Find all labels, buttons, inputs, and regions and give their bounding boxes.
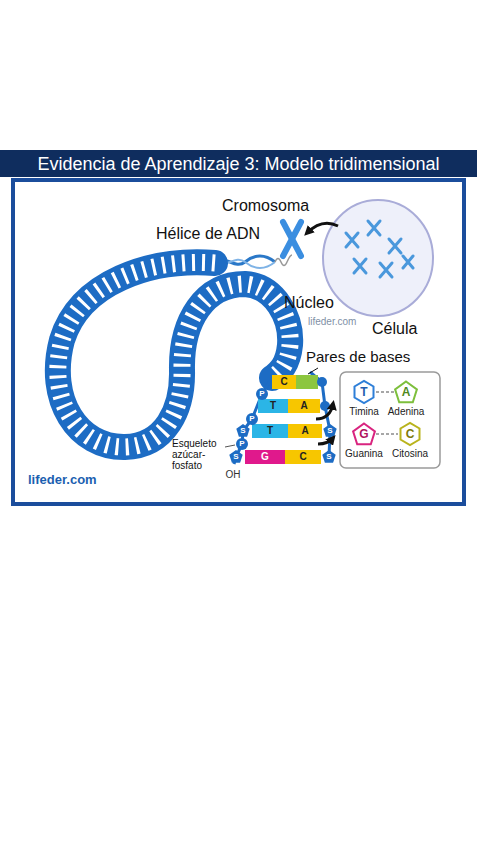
part-label: Esqueleto azúcar-fosfato [172,438,224,471]
base-name: Adenina [388,406,425,418]
hydrogen-bond [376,391,394,393]
part-label: Pares de bases [306,348,410,365]
base-symbol: G [352,422,376,446]
part-label: OH [226,470,241,480]
sugar-letter: S [233,453,238,461]
dna-coil [275,255,292,266]
part-label: Célula [372,320,417,338]
part-label: Cromosoma [222,197,309,215]
base-legend-box [340,372,440,468]
cell-outline [323,200,433,316]
phosphate-circles [236,377,330,450]
base-symbol: T [352,380,376,404]
sugar-letter: S [326,453,331,461]
base-ring: GGuanina [352,422,376,446]
dna-helix-rungs [58,262,290,447]
watermark: lifeder.com [28,473,97,488]
base-symbol: C [398,422,422,446]
base-letter: T [270,401,276,411]
base-letter: A [301,426,308,436]
base-letter: C [280,377,287,387]
leader-line [308,368,318,374]
dna-helix-band [58,262,290,447]
base-ring: CCitosina [398,422,422,446]
pointer-arrow [316,404,333,419]
hydrogen-bond [376,433,398,435]
title-bar: Evidencia de Aprendizaje 3: Modelo tridi… [0,150,477,177]
title-text: Evidencia de Aprendizaje 3: Modelo tridi… [37,155,439,173]
base-ring: AAdenina [394,380,418,404]
picture-frame [13,180,464,504]
base-name: Timina [349,406,379,418]
base-name: Citosina [392,448,428,460]
base-letter: C [299,452,306,462]
base-ring: TTimina [352,380,376,404]
base-symbol: A [394,380,418,404]
sugar-pentagons [229,424,336,463]
title-bar-ground [0,150,477,177]
base-name: Guanina [345,448,383,460]
base-letter: G [261,452,269,462]
sugar-letter: S [327,427,332,435]
watermark: lifeder.com [308,316,356,328]
phosphate-letter: P [239,440,244,448]
base-pair-bars [245,375,322,464]
leader-line [225,445,235,447]
part-label: Hélice de ADN [156,225,260,243]
zoom-arrow [307,223,338,233]
chromosome-symbol [283,222,301,256]
part-label: Núcleo [284,294,334,312]
cell-chromosomes [346,221,413,277]
base-letter: A [300,401,307,411]
base-letter: T [267,426,273,436]
phosphate-letter: P [259,390,264,398]
pointer-arrow [318,438,333,444]
phosphate-letter: P [249,415,254,423]
sugar-letter: S [240,427,245,435]
